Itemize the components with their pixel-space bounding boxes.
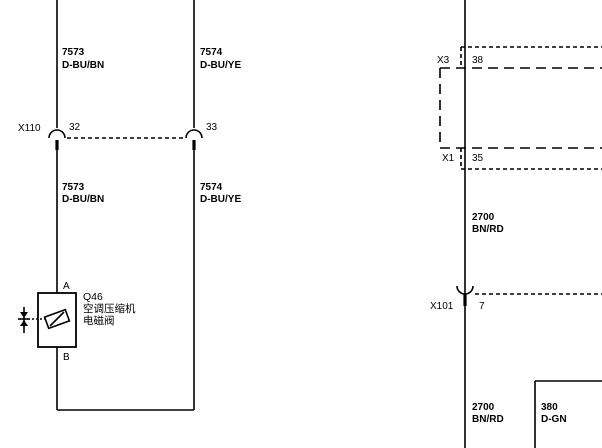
q46-id: Q46 [83,291,103,303]
connector-x1-label: X1 [442,153,455,164]
circuit-7574-bottom-number: 7574 [200,182,223,193]
connector-x3 [460,46,602,68]
component-box-380 [534,380,602,448]
circuit-7574-top-number: 7574 [200,47,223,58]
circuit-7574-bottom-color: D-BU/YE [200,194,241,205]
connector-x110-label: X110 [18,123,41,134]
q46-name-line1: 空调压缩机 [83,302,136,315]
connector-x110-pin-32: 32 [69,122,81,133]
circuit-7573-top-number: 7573 [62,47,85,58]
component-box-dashed [439,67,602,149]
connector-x1-pin: 35 [472,153,484,164]
circuit-380-number: 380 [541,402,558,413]
connector-x110-pin-33: 33 [206,122,218,133]
connector-x101-label: X101 [430,301,454,312]
connector-x3-label: X3 [437,55,450,66]
connector-x101-pin: 7 [479,301,485,312]
circuit-7574-top-color: D-BU/YE [200,60,241,71]
circuit-7573-top-color: D-BU/BN [62,60,104,71]
circuit-380-color: D-GN [541,414,567,425]
q46-name-line2: 电磁阀 [83,314,115,327]
circuit-2700-upper-number: 2700 [472,212,495,223]
solenoid-q46 [18,292,77,348]
circuit-2700-upper-color: BN/RD [472,224,504,235]
circuit-7573-bottom-number: 7573 [62,182,85,193]
q46-pin-b: B [63,352,70,363]
connector-x101 [456,285,602,306]
connector-x3-pin: 38 [472,55,484,66]
circuit-2700-lower-color: BN/RD [472,414,504,425]
q46-pin-a: A [63,281,70,292]
circuit-2700-lower-number: 2700 [472,402,495,413]
circuit-7573-bottom-color: D-BU/BN [62,194,104,205]
connector-x110 [48,129,203,139]
connector-x1 [460,148,602,170]
